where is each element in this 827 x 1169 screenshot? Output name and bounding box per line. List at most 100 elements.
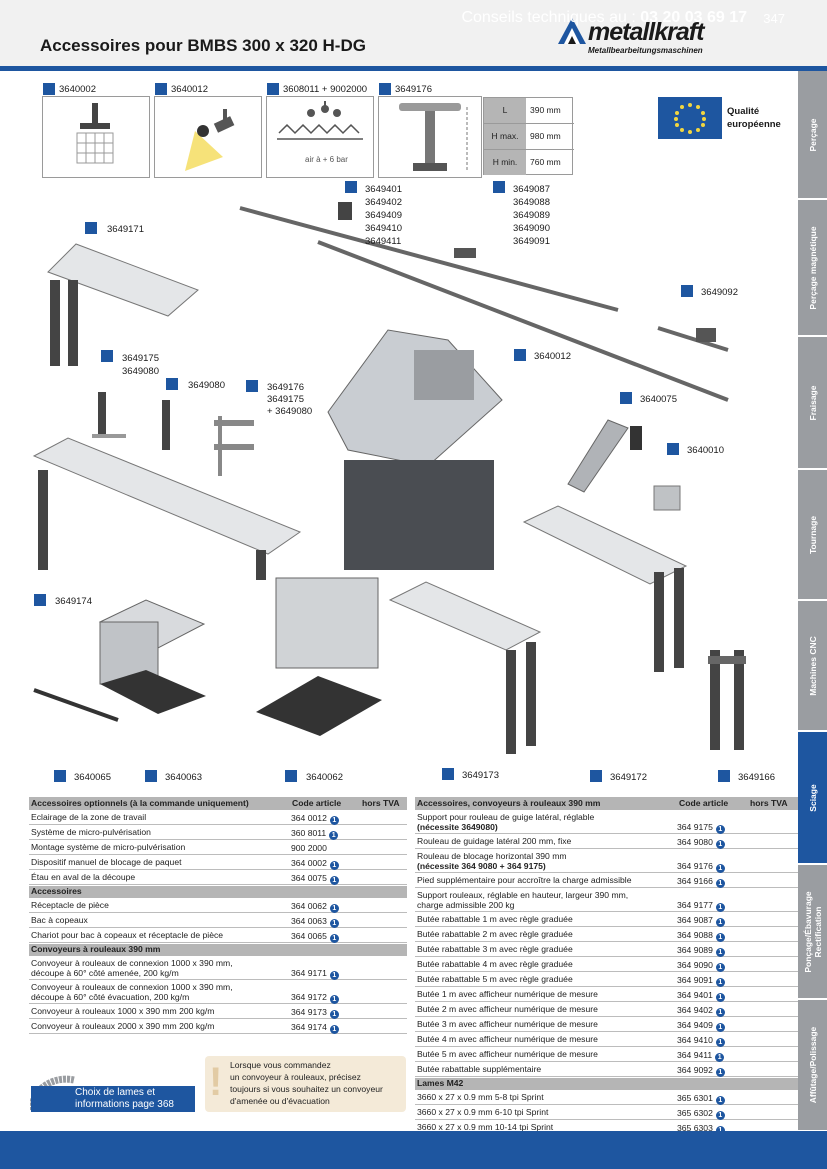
info-icon[interactable]: 1 bbox=[715, 825, 725, 834]
marker-square bbox=[493, 181, 505, 193]
info-icon[interactable]: 1 bbox=[715, 864, 725, 873]
logo-icon bbox=[558, 18, 586, 44]
page-title: Accessoires pour BMBS 300 x 320 H-DG bbox=[40, 36, 366, 55]
info-icon[interactable]: 1 bbox=[715, 1038, 725, 1047]
table-row: Butée 3 m avec afficheur numérique de me… bbox=[415, 1018, 798, 1032]
marker-square bbox=[681, 285, 693, 297]
table-row: Convoyeur à rouleaux 2000 x 390 mm 200 k… bbox=[29, 1020, 407, 1034]
info-icon[interactable]: 1 bbox=[715, 1068, 725, 1077]
roller-stand-icon bbox=[399, 103, 468, 171]
tab-tournage[interactable]: Tournage bbox=[798, 470, 827, 600]
article-code: 365 63031 bbox=[677, 1123, 725, 1135]
article-code: 900 2000 bbox=[291, 843, 327, 853]
bundle-clamp-icon bbox=[76, 103, 114, 164]
info-icon[interactable]: 1 bbox=[329, 1010, 339, 1019]
info-icon[interactable]: 1 bbox=[329, 816, 339, 825]
info-icon[interactable]: 1 bbox=[715, 978, 725, 987]
info-icon[interactable]: 1 bbox=[715, 1053, 725, 1062]
table-row: Butée 5 m avec afficheur numérique de me… bbox=[415, 1048, 798, 1062]
tab-affutage[interactable]: Affûtage/Polissage bbox=[798, 1000, 827, 1131]
table-row: Butée 1 m avec afficheur numérique de me… bbox=[415, 988, 798, 1002]
roller-conveyor-accessories-table: Accessoires, convoyeurs à rouleaux 390 m… bbox=[415, 797, 798, 1135]
info-icon[interactable]: 1 bbox=[715, 840, 725, 849]
table-section: Convoyeurs à rouleaux 390 mm bbox=[29, 944, 407, 956]
info-icon[interactable]: 1 bbox=[715, 918, 725, 927]
page-number: 347 bbox=[763, 11, 785, 26]
marker-square bbox=[101, 350, 113, 362]
page-header bbox=[0, 0, 827, 68]
table-header: Accessoires, convoyeurs à rouleaux 390 m… bbox=[415, 797, 798, 810]
info-icon[interactable]: 1 bbox=[329, 876, 339, 885]
lamp-icon bbox=[185, 109, 235, 171]
info-icon[interactable]: 1 bbox=[715, 1023, 725, 1032]
info-icon[interactable]: 1 bbox=[329, 1025, 339, 1034]
table-row: Convoyeur à rouleaux 1000 x 390 mm 200 k… bbox=[29, 1005, 407, 1019]
info-icon[interactable]: 1 bbox=[329, 919, 339, 928]
callout-3649166: 3649166 bbox=[738, 772, 775, 783]
tab-poncage[interactable]: Ponçage/Ébavurage Rectification bbox=[798, 865, 827, 999]
logo-subtitle: Metallbearbeitungsmaschinen bbox=[588, 46, 703, 55]
info-icon[interactable]: 1 bbox=[329, 831, 339, 840]
logo-name: metallkraft bbox=[588, 18, 704, 46]
info-icon[interactable]: 1 bbox=[715, 948, 725, 957]
warning-icon: ! bbox=[209, 1060, 223, 1104]
table-section: Lames M42 bbox=[415, 1078, 798, 1090]
info-icon[interactable]: 1 bbox=[329, 971, 339, 980]
marker-square bbox=[166, 378, 178, 390]
note-box bbox=[205, 1056, 406, 1112]
info-icon[interactable]: 1 bbox=[329, 995, 339, 1004]
info-icon[interactable]: 1 bbox=[715, 1111, 725, 1120]
footer-contact: Conseils techniques au : 03 20 03 69 17 bbox=[461, 9, 747, 26]
callout-3649172: 3649172 bbox=[610, 772, 647, 783]
info-icon[interactable]: 1 bbox=[715, 903, 725, 912]
marker-square bbox=[590, 770, 602, 782]
marker-square bbox=[267, 83, 279, 95]
info-icon[interactable]: 1 bbox=[329, 934, 339, 943]
info-icon[interactable]: 1 bbox=[715, 1096, 725, 1105]
thumb-code-1: 3640002 bbox=[59, 84, 96, 95]
info-icon[interactable]: 1 bbox=[715, 1126, 725, 1135]
info-icon[interactable]: 1 bbox=[715, 963, 725, 972]
tab-percage-magnetique[interactable]: Perçage magnétique bbox=[798, 200, 827, 336]
tab-machines-cnc[interactable]: Machines CNC bbox=[798, 601, 827, 731]
info-icon[interactable]: 1 bbox=[715, 1008, 725, 1017]
header-rule bbox=[0, 66, 827, 71]
marker-square bbox=[34, 594, 46, 606]
marker-square bbox=[155, 83, 167, 95]
marker-square bbox=[43, 83, 55, 95]
table-row: Butée 4 m avec afficheur numérique de me… bbox=[415, 1033, 798, 1047]
tab-percage[interactable]: Perçage bbox=[798, 71, 827, 199]
info-icon[interactable]: 1 bbox=[715, 993, 725, 1002]
tab-fraisage[interactable]: Fraisage bbox=[798, 337, 827, 469]
category-sidebar: Perçage Perçage magnétique Fraisage Tour… bbox=[798, 71, 827, 1131]
callout-3649173: 3649173 bbox=[462, 770, 499, 781]
height-row: H min.760 mm bbox=[484, 150, 574, 176]
marker-square bbox=[246, 380, 258, 392]
info-icon[interactable]: 1 bbox=[329, 861, 339, 870]
info-icon[interactable]: 1 bbox=[715, 933, 725, 942]
tab-sciage[interactable]: Sciage bbox=[798, 732, 827, 864]
info-icon[interactable]: 1 bbox=[715, 879, 725, 888]
info-icon[interactable]: 1 bbox=[329, 904, 339, 913]
